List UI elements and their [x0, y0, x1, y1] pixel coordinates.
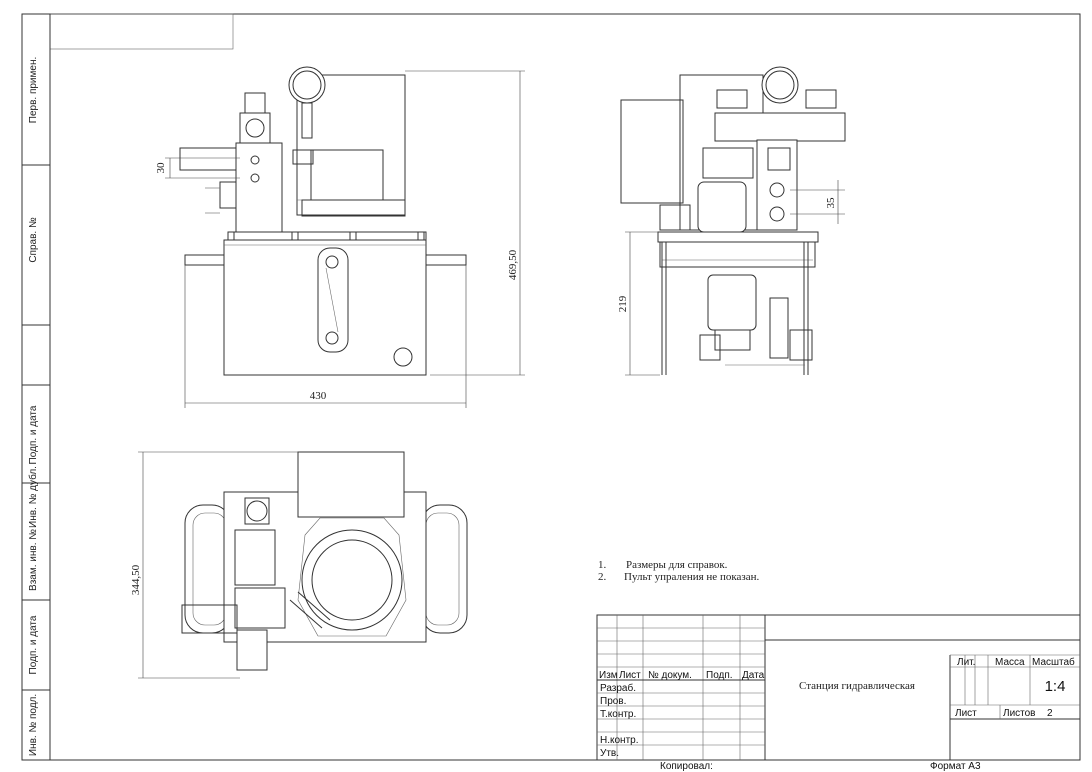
dim-front-30: 30: [155, 162, 167, 174]
tb-sheets-value: 2: [1047, 708, 1053, 719]
side-label-podp-2: Подп. и дата: [28, 615, 39, 674]
side-label-sprav: Справ. №: [28, 217, 39, 263]
left-margin: Перв. примен. Справ. № Подп. и дата Инв.…: [21, 13, 51, 761]
top-view: 344,50: [130, 451, 468, 679]
footer-copied: Копировал:: [660, 761, 713, 772]
dim-top-depth: 344,50: [130, 564, 142, 595]
sheet-frame: [49, 13, 1081, 761]
notes: 1. Размеры для справок. 2. Пульт упрален…: [598, 559, 760, 583]
dim-front-width: 430: [310, 390, 327, 402]
dim-side-219: 219: [617, 295, 629, 312]
tb-doc: № докум.: [648, 670, 692, 681]
side-label-inv-podl: Инв. № подл.: [28, 694, 39, 756]
side-label-vzam: Взам. инв. №: [28, 529, 39, 591]
side-label-podp-1: Подп. и дата: [28, 405, 39, 464]
tb-tkontr: Т.контр.: [600, 709, 636, 720]
tb-sheets: Листов: [1003, 708, 1036, 719]
tb-scale-value: 1:4: [1045, 678, 1066, 695]
tb-data: Дата: [742, 670, 765, 681]
side-label-inv-dubl: Инв. № дубл.: [27, 466, 39, 528]
tb-izm: Изм: [599, 670, 618, 681]
note-2: Пульт упраления не показан.: [624, 571, 760, 583]
tb-razrab: Разраб.: [600, 682, 636, 694]
tb-sheet: Лист: [955, 708, 977, 719]
note-2-num: 2.: [598, 571, 607, 583]
tb-nkontr: Н.контр.: [600, 735, 639, 746]
dim-front-height: 469,50: [507, 249, 519, 280]
tb-podp: Подп.: [706, 670, 733, 681]
side-view: 35 219: [617, 66, 846, 376]
tb-lit: Лит.: [957, 657, 975, 668]
side-label-perv: Перв. примен.: [28, 57, 39, 123]
tb-massa: Масса: [995, 657, 1025, 668]
note-1-num: 1.: [598, 559, 607, 571]
tb-masshtab: Масштаб: [1032, 656, 1075, 668]
front-view: 30 469,50 430: [155, 66, 525, 408]
tb-utv: Утв.: [600, 748, 619, 759]
dim-side-35: 35: [825, 197, 837, 209]
top-left-stamp: [49, 13, 234, 50]
title-block: Изм Лист № докум. Подп. Дата Разраб. Про…: [596, 614, 1081, 761]
tb-prov: Пров.: [600, 696, 626, 707]
tb-name: Станция гидравлическая: [799, 680, 915, 692]
footer-format: Формат А3: [930, 761, 981, 772]
note-1: Размеры для справок.: [626, 559, 728, 571]
tb-list: Лист: [619, 670, 641, 681]
